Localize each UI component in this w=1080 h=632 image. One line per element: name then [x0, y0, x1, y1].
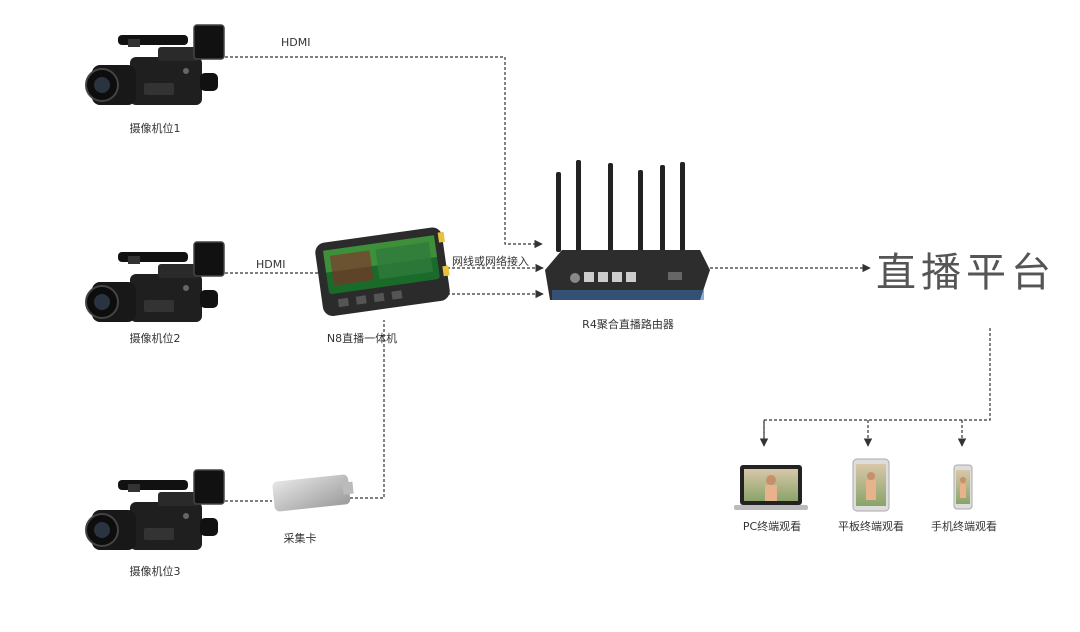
pc-terminal-label: PC终端观看 [742, 520, 802, 533]
encoder-label: N8直播一体机 [326, 332, 398, 345]
camera-3-label: 摄像机位3 [129, 565, 181, 578]
capture-card-icon [272, 474, 354, 512]
line-platform-terminals [763, 328, 991, 446]
tablet-icon [852, 458, 890, 512]
platform-title: 直播平台 [876, 250, 1056, 296]
connection-lines [210, 56, 991, 502]
camera-1-label: 摄像机位1 [129, 122, 181, 135]
hdmi-label-1: HDMI [281, 36, 311, 49]
phone-icon [953, 464, 973, 510]
laptop-icon [734, 465, 808, 510]
line-camera1-router [210, 56, 543, 249]
network-label: 网线或网络接入 [452, 255, 529, 268]
camera-icon [85, 24, 225, 106]
camera-icon [85, 241, 225, 323]
camera-2-label: 摄像机位2 [129, 332, 181, 345]
hdmi-label-2: HDMI [256, 258, 286, 271]
camera-icon [85, 469, 225, 551]
router-label: R4聚合直播路由器 [582, 318, 674, 331]
line-card-encoder [350, 320, 385, 499]
phone-terminal-label: 手机终端观看 [931, 520, 997, 533]
router-icon [545, 160, 710, 300]
encoder-device-icon [315, 227, 450, 316]
tablet-terminal-label: 平板终端观看 [838, 520, 904, 533]
capture-card-label: 采集卡 [283, 532, 317, 545]
